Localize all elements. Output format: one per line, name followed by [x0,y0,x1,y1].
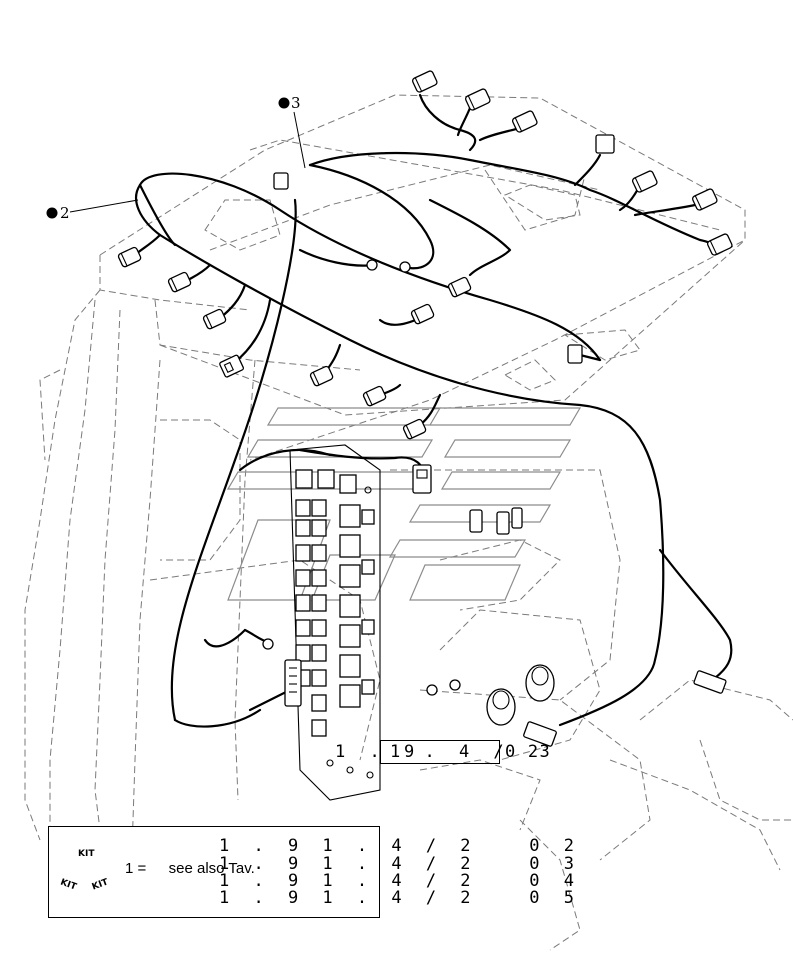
kit-reference-4: 1 . 9 1 . 4 / 2 0 5 [219,888,581,908]
relay-grid [295,469,375,737]
callout-3-marker [278,97,306,169]
kit-legend-prefix: 1 = [125,860,147,877]
kit-legend-see-also: see also Tav. [168,860,255,877]
harness-2-wires [133,172,733,728]
callout-2-label: 2 [60,204,70,222]
sockets [426,507,555,726]
kit-reference-2: 1 . 9 1 . 4 / 2 0 3 [219,854,581,874]
kit-legend-text: 1 = see also Tav. [125,860,255,877]
callout-3-label: 3 [291,94,301,112]
kit-reference-3: 1 . 9 1 . 4 / 2 0 4 [219,871,581,891]
fuse-relay-panel [289,444,381,801]
reference-boxed: 1 . 4 / 2 [390,742,546,762]
cab-outline [24,94,793,951]
callout-2-marker [46,199,139,219]
reference-prefix: 1 . 9 [335,742,422,762]
reference-box[interactable] [380,740,500,764]
kit-label-top: KIT [78,849,95,859]
watermark-logo [226,407,582,601]
connector-set-harness-3 [273,70,733,494]
harness-3-wires [238,93,720,482]
connector-set-harness-2 [117,246,727,747]
kit-legend-box [48,826,380,918]
kit-reference-1: 1 . 9 1 . 4 / 2 0 2 [219,836,581,856]
reference-suffix: 0 3 [505,742,557,762]
